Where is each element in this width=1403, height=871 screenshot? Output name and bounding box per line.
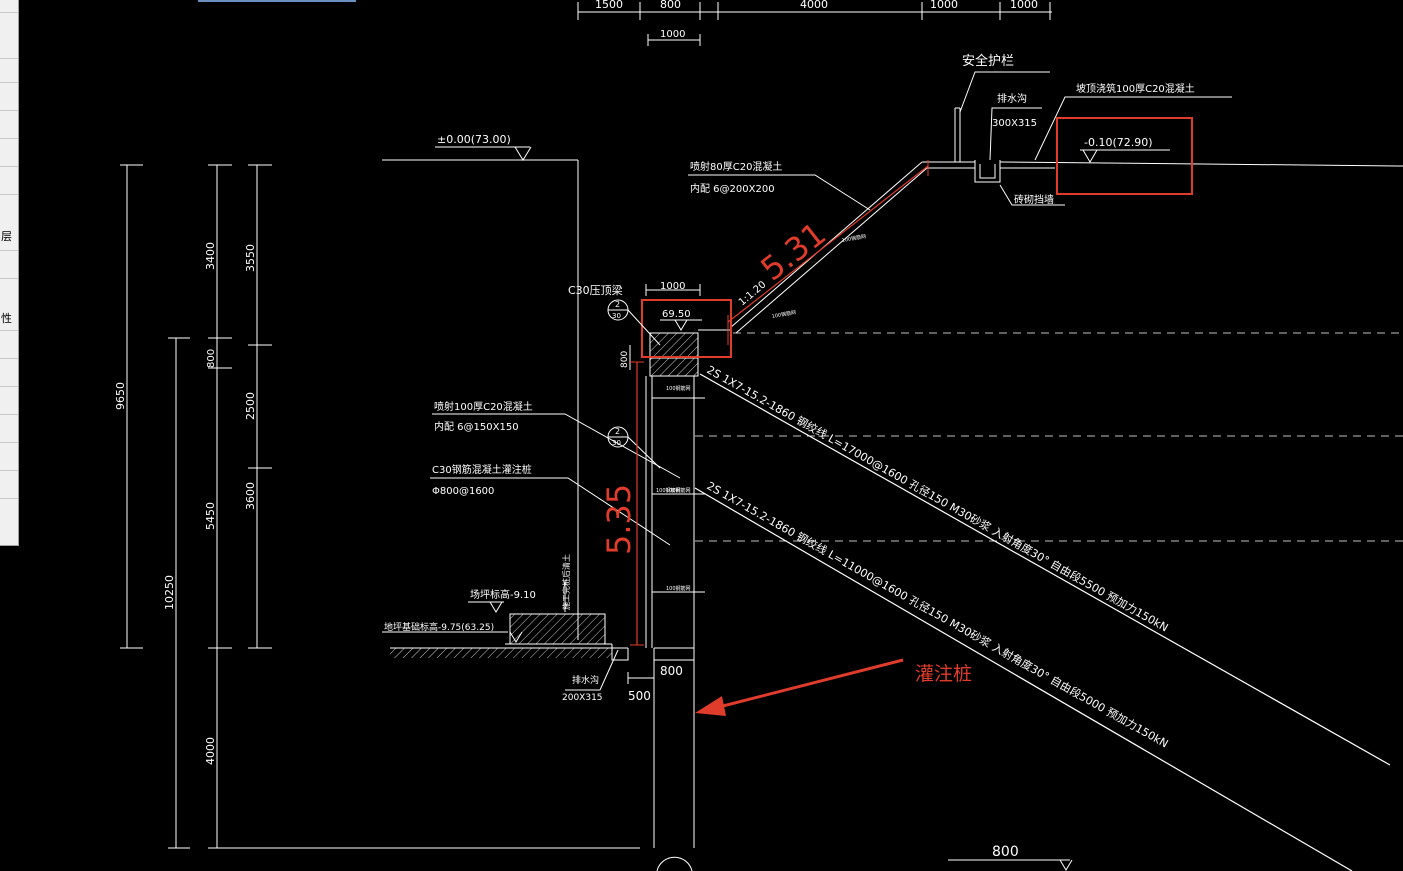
elevation-top-marker xyxy=(382,146,579,640)
panel-divider xyxy=(0,278,18,279)
cap-height-label: 800 xyxy=(620,351,630,368)
panel-label-layer[interactable]: 层 xyxy=(1,230,12,243)
panel-divider xyxy=(0,166,18,167)
panel-divider xyxy=(0,442,18,443)
highlight-box-right xyxy=(1056,117,1193,195)
pile-body xyxy=(627,376,705,848)
wall-leaders xyxy=(430,413,681,546)
drain-ditch-size: 300X315 xyxy=(992,118,1037,129)
annotation-pile-label: 灌注桩 xyxy=(915,663,972,685)
measure-slope-value: 5.31 xyxy=(754,214,834,288)
grade-elevation-label: 场坪标高-9.10 xyxy=(470,588,536,601)
section-tag-1-num: 2 xyxy=(615,300,620,309)
drain-base-label: 排水沟 xyxy=(572,674,599,686)
elevation-right-label: -0.10(72.90) xyxy=(1084,136,1153,149)
mesh-100-label: 内配 6@150X150 xyxy=(434,420,519,433)
anchor-2-label: 2S 1X7-15.2-1860 钢绞线 L=11000@1600 孔径150 … xyxy=(705,478,1171,750)
panel-divider xyxy=(0,498,18,499)
panel-label-property[interactable]: 性 xyxy=(1,312,12,325)
top-dim-5: 1000 xyxy=(1010,0,1038,11)
panel-divider xyxy=(0,82,18,83)
dim-9650: 9650 xyxy=(114,382,127,410)
base-elevation-label: 地坪基础标高-9.75(63.25) xyxy=(384,621,494,633)
dim-4000: 4000 xyxy=(204,737,217,765)
section-tag-2-num: 2 xyxy=(615,427,620,436)
left-side-panel[interactable]: 层 性 xyxy=(0,0,19,546)
dashed-reference-lines xyxy=(695,332,1403,542)
dim-3550: 3550 xyxy=(244,244,257,272)
panel-divider xyxy=(0,58,18,59)
bottom-dimension xyxy=(948,859,1073,871)
top-dim-1: 1500 xyxy=(595,0,623,11)
wall-tag-4: 100钢筋网 xyxy=(656,487,681,494)
drain-ditch-label: 排水沟 xyxy=(997,92,1027,105)
section-tag-2 xyxy=(607,426,661,469)
top-dim-4: 1000 xyxy=(930,0,958,11)
brick-retain-label: 砖砌挡墙 xyxy=(1014,193,1054,206)
shotcrete-80-label: 喷射80厚C20混凝土 xyxy=(690,160,782,173)
red-measure-pile xyxy=(630,361,644,646)
pile-name-label: C30钢筋混凝土灌注桩 xyxy=(432,463,532,476)
panel-divider xyxy=(0,110,18,111)
safety-rail-label: 安全护栏 xyxy=(962,53,1014,69)
dim-3600: 3600 xyxy=(244,482,257,510)
bottom-dim-label: 800 xyxy=(992,844,1019,860)
pile-bottom-circle xyxy=(656,856,693,871)
panel-divider xyxy=(0,386,18,387)
dim-5450: 5450 xyxy=(204,502,217,530)
red-measure-slope xyxy=(727,160,929,345)
pile-spec-label: Φ800@1600 xyxy=(432,486,494,497)
section-tag-1-den: 30 xyxy=(612,312,621,320)
measure-pile-value: 5.35 xyxy=(600,484,638,555)
highlight-box-cap xyxy=(641,299,732,358)
slope-tag-1: 100钢筋网 xyxy=(841,233,866,244)
cap-width-label: 1000 xyxy=(660,281,685,292)
cap-beam-label: C30压顶梁 xyxy=(568,283,623,297)
slope-cover-label: 坡顶浇筑100厚C20混凝土 xyxy=(1076,82,1195,95)
base-grade xyxy=(382,580,629,691)
panel-divider xyxy=(0,12,18,13)
elevation-top-label: ±0.00(73.00) xyxy=(437,133,511,146)
drain-base-size: 200X315 xyxy=(562,693,603,703)
shotcrete-100-label: 喷射100厚C20混凝土 xyxy=(434,400,533,413)
dim-3400: 3400 xyxy=(204,242,217,270)
panel-divider xyxy=(0,138,18,139)
panel-divider xyxy=(0,330,18,331)
cap-beam xyxy=(629,284,730,377)
section-tag-1 xyxy=(607,299,661,346)
top-dim-2: 800 xyxy=(660,0,681,11)
dim-10250: 10250 xyxy=(163,575,176,610)
top-dim-3: 4000 xyxy=(800,0,828,11)
slope-tag-2: 100钢筋网 xyxy=(771,309,796,320)
dim-2500: 2500 xyxy=(244,392,257,420)
panel-divider xyxy=(0,470,18,471)
pile-width-label: 800 xyxy=(660,664,683,678)
top-dimension-chain xyxy=(577,2,1052,46)
panel-divider xyxy=(0,250,18,251)
cap-elevation-label: 69.50 xyxy=(662,309,691,320)
top-tab-indicator xyxy=(198,0,356,2)
anchor-1-label: 2S 1X7-15.2-1860 钢绞线 L=17000@1600 孔径150 … xyxy=(705,362,1171,634)
anchor-lines xyxy=(694,373,1391,871)
panel-divider xyxy=(0,194,18,195)
wall-tag-2: 100钢筋网 xyxy=(666,487,691,494)
panel-divider xyxy=(0,414,18,415)
wall-tag-1: 100钢筋网 xyxy=(666,385,691,392)
annotation-arrow xyxy=(695,658,904,716)
dim-800: 800 xyxy=(206,349,217,368)
panel-divider xyxy=(0,358,18,359)
vertical-note: 施工完桩后清土 xyxy=(561,554,571,610)
wall-tag-3: 100钢筋网 xyxy=(666,585,691,592)
ground-hatch xyxy=(390,648,612,658)
pile-offset-label: 500 xyxy=(628,689,651,703)
left-vertical-dimensions xyxy=(120,164,640,849)
top-dim-sub: 1000 xyxy=(660,29,685,40)
elevation-right-marker xyxy=(1080,149,1170,163)
mesh-80-label: 内配 6@200X200 xyxy=(690,182,775,195)
